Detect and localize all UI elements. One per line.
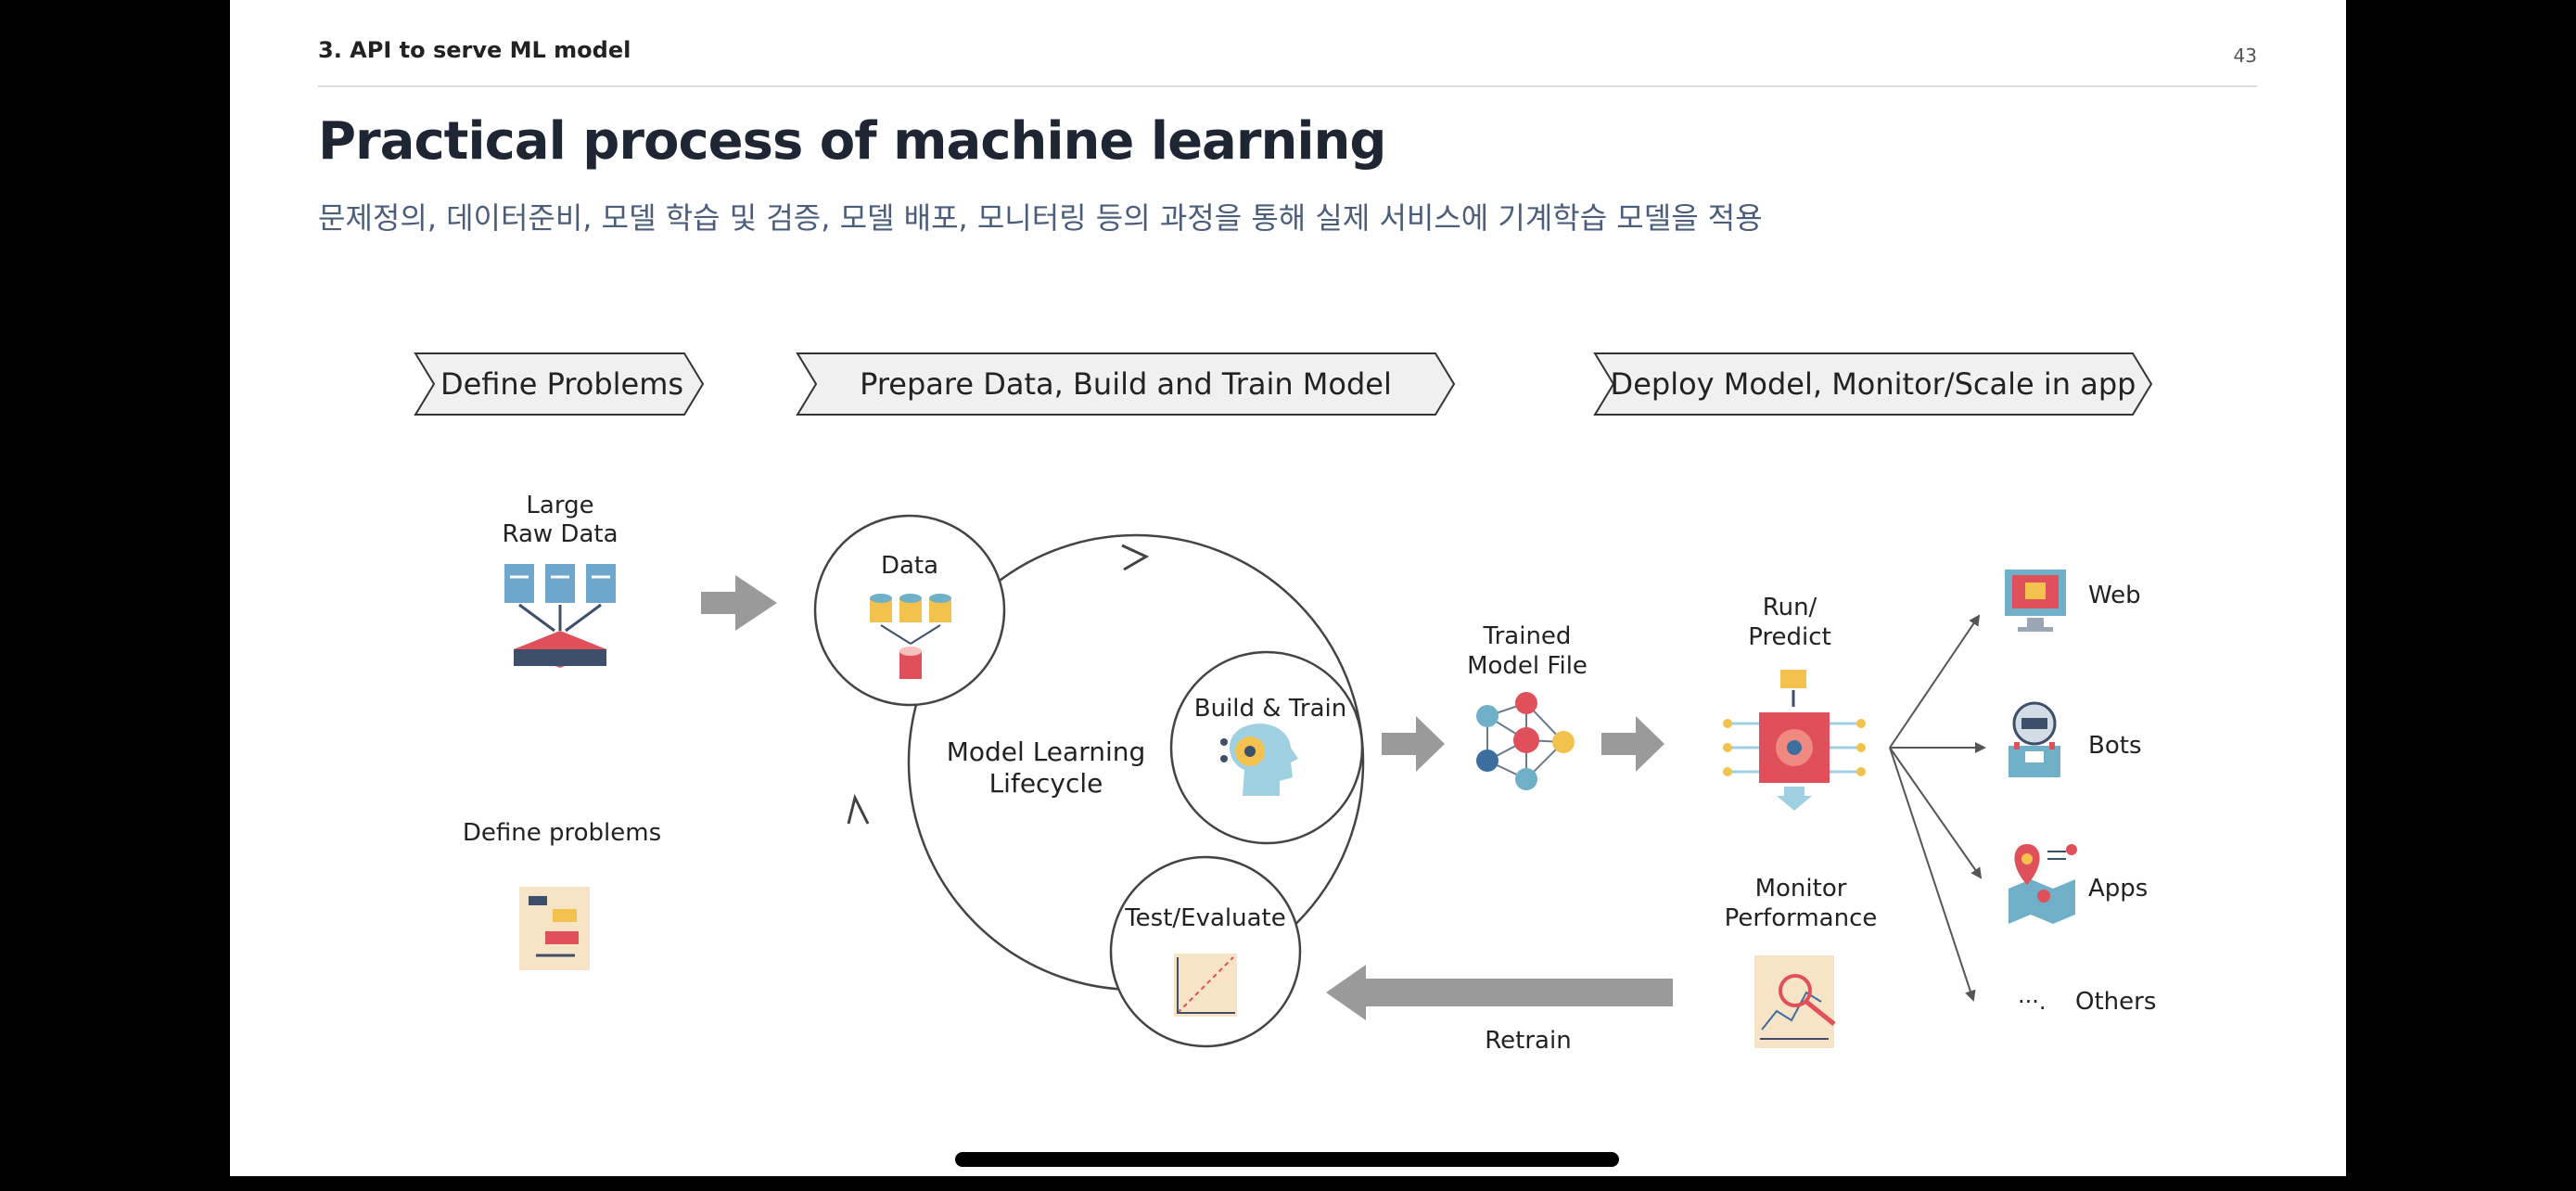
run-predict-line2: Predict: [1748, 623, 1831, 651]
target-bots-label: Bots: [2088, 732, 2141, 760]
database-icon: [870, 594, 951, 679]
phase-banner-define: Define Problems: [414, 352, 705, 416]
lifecycle-center-line1: Model Learning: [947, 736, 1146, 767]
neural-network-icon: [1476, 692, 1575, 790]
build-train-node: Build & Train: [1169, 650, 1364, 845]
raw-data-icon: [504, 564, 616, 668]
monitor-line2: Performance: [1725, 904, 1878, 932]
run-predict-line1: Run/: [1763, 594, 1817, 621]
home-indicator[interactable]: [955, 1152, 1619, 1167]
target-others-label: Others: [2075, 988, 2156, 1016]
phase-label-prepare: Prepare Data, Build and Train Model: [860, 366, 1392, 402]
slide-subtitle: 문제정의, 데이터준비, 모델 학습 및 검증, 모델 배포, 모니터링 등의 …: [318, 200, 1763, 236]
phase-banner-deploy: Deploy Model, Monitor/Scale in app: [1593, 352, 2153, 416]
bot-icon: [2009, 701, 2060, 777]
ml-process-diagram: Define Problems Prepare Data, Build and …: [414, 352, 2156, 1055]
test-evaluate-node: Test/Evaluate: [1109, 855, 1302, 1048]
web-icon: [2005, 570, 2066, 632]
arrow-to-apps: [1889, 747, 1983, 879]
target-web-label: Web: [2088, 582, 2141, 609]
phase-label-deploy: Deploy Model, Monitor/Scale in app: [1611, 366, 2136, 402]
phase-label-define: Define Problems: [440, 366, 683, 402]
arrow-trained-to-run: [1601, 716, 1664, 772]
cycle-arrow-top: [1121, 544, 1150, 571]
monitor-line1: Monitor: [1755, 875, 1847, 903]
test-evaluate-label: Test/Evaluate: [1124, 904, 1286, 932]
brain-head-icon: [1220, 724, 1298, 796]
phase-banner-prepare: Prepare Data, Build and Train Model: [796, 352, 1456, 416]
monitor-chart-icon: [1754, 955, 1836, 1048]
slide-title: Practical process of machine learning: [318, 111, 1386, 172]
header-divider: [318, 85, 2257, 87]
arrow-retrain: [1326, 965, 1673, 1020]
scatter-plot-icon: [1174, 954, 1237, 1017]
target-others-prefix: ···.: [2018, 989, 2047, 1015]
arrow-lifecycle-to-trained: [1382, 716, 1445, 772]
arrow-data-to-lifecycle: [701, 575, 777, 631]
retrain-label: Retrain: [1485, 1027, 1571, 1055]
section-label: 3. API to serve ML model: [318, 37, 631, 63]
page-number: 43: [2233, 45, 2257, 67]
trained-model-line2: Model File: [1467, 652, 1588, 680]
lifecycle-center-line2: Lifecycle: [989, 768, 1103, 799]
define-problems-label: Define problems: [463, 819, 661, 847]
data-node: Data: [813, 514, 1006, 707]
target-apps-label: Apps: [2088, 875, 2148, 903]
data-node-label: Data: [881, 552, 938, 580]
arrow-to-web: [1889, 614, 1981, 749]
cycle-arrow-left: [847, 793, 870, 825]
build-train-label: Build & Train: [1194, 695, 1346, 723]
raw-data-label-line2: Raw Data: [502, 520, 618, 548]
slide: 3. API to serve ML model 43 Practical pr…: [230, 0, 2346, 1176]
processor-icon: [1723, 670, 1866, 811]
arrow-to-others: [1889, 747, 1976, 1002]
trained-model-line1: Trained: [1483, 622, 1572, 650]
raw-data-label-line1: Large: [526, 492, 593, 519]
apps-map-icon: [2009, 844, 2077, 924]
define-problems-icon: [519, 887, 590, 970]
